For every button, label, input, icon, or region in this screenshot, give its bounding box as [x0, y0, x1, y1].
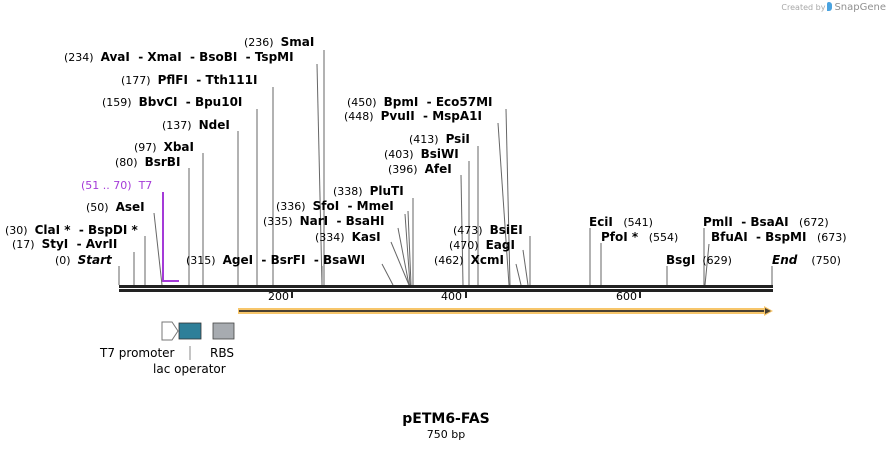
site-label[interactable]: PfoI * (554): [601, 230, 679, 245]
map-length: 750 bp: [426, 428, 466, 441]
site-label[interactable]: (234) AvaI - XmaI - BsoBI - TspMI: [64, 50, 294, 65]
site-label[interactable]: (17) StyI - AvrII: [12, 237, 118, 252]
site-label[interactable]: (338) PluTI: [333, 184, 404, 199]
site-label[interactable]: (159) BbvCI - Bpu10I: [102, 95, 243, 110]
snapgene-logo-icon: [827, 2, 833, 11]
site-label[interactable]: (236) SmaI: [244, 35, 315, 50]
lac-operator-label: lac operator: [153, 362, 226, 376]
site-label[interactable]: (80) BsrBI: [115, 155, 181, 170]
site-label[interactable]: (315) AgeI - BsrFI - BsaWI: [186, 253, 366, 268]
site-label[interactable]: (137) NdeI: [162, 118, 230, 133]
t7-promoter-label: T7 promoter: [100, 346, 175, 360]
site-label[interactable]: (177) PflFI - Tth111I: [121, 73, 258, 88]
lac-operator-feature: [178, 322, 202, 340]
site-label[interactable]: (448) PvuII - MspA1I: [344, 109, 482, 124]
site-label[interactable]: BfuAI - BspMI (673): [711, 230, 847, 245]
site-label[interactable]: (97) XbaI: [134, 140, 194, 155]
site-label[interactable]: (336) SfoI - MmeI: [276, 199, 394, 214]
snapgene-credit: Created by SnapGene: [781, 2, 886, 13]
site-label[interactable]: (335) NarI - BsaHI: [263, 214, 385, 229]
site-label[interactable]: (470) EagI: [449, 238, 515, 253]
t7-primer: [162, 192, 179, 282]
site-label[interactable]: (396) AfeI: [388, 162, 452, 177]
site-label[interactable]: (450) BpmI - Eco57MI: [347, 95, 493, 110]
site-label[interactable]: (403) BsiWI: [384, 147, 459, 162]
t7-promoter-feature: [161, 321, 179, 341]
site-label[interactable]: (30) ClaI * - BspDI *: [5, 223, 138, 238]
site-label[interactable]: (413) PsiI: [409, 132, 470, 147]
site-label[interactable]: (334) KasI: [315, 230, 381, 245]
ruler-tick-200: 200: [268, 290, 289, 303]
start-label: (0) Start: [55, 253, 112, 268]
site-label[interactable]: (473) BsiEI: [453, 223, 523, 238]
credit-brand: SnapGene: [834, 2, 886, 13]
map-title: pETM6-FAS: [402, 411, 490, 427]
ruler-tick-600: 600: [616, 290, 637, 303]
rbs-feature: [212, 322, 235, 340]
site-label[interactable]: BsgI (629): [666, 253, 732, 268]
site-label[interactable]: (462) XcmI: [434, 253, 504, 268]
site-label[interactable]: PmlI - BsaAI (672): [703, 215, 829, 230]
credit-prefix: Created by: [781, 3, 826, 12]
ruler-tick-400: 400: [441, 290, 462, 303]
rbs-label: RBS: [210, 346, 234, 360]
t7-primer-label[interactable]: (51 .. 70) T7: [81, 179, 153, 192]
site-label[interactable]: (50) AseI: [86, 200, 145, 215]
end-label: End (750): [772, 253, 841, 268]
site-label[interactable]: EciI (541): [589, 215, 653, 230]
